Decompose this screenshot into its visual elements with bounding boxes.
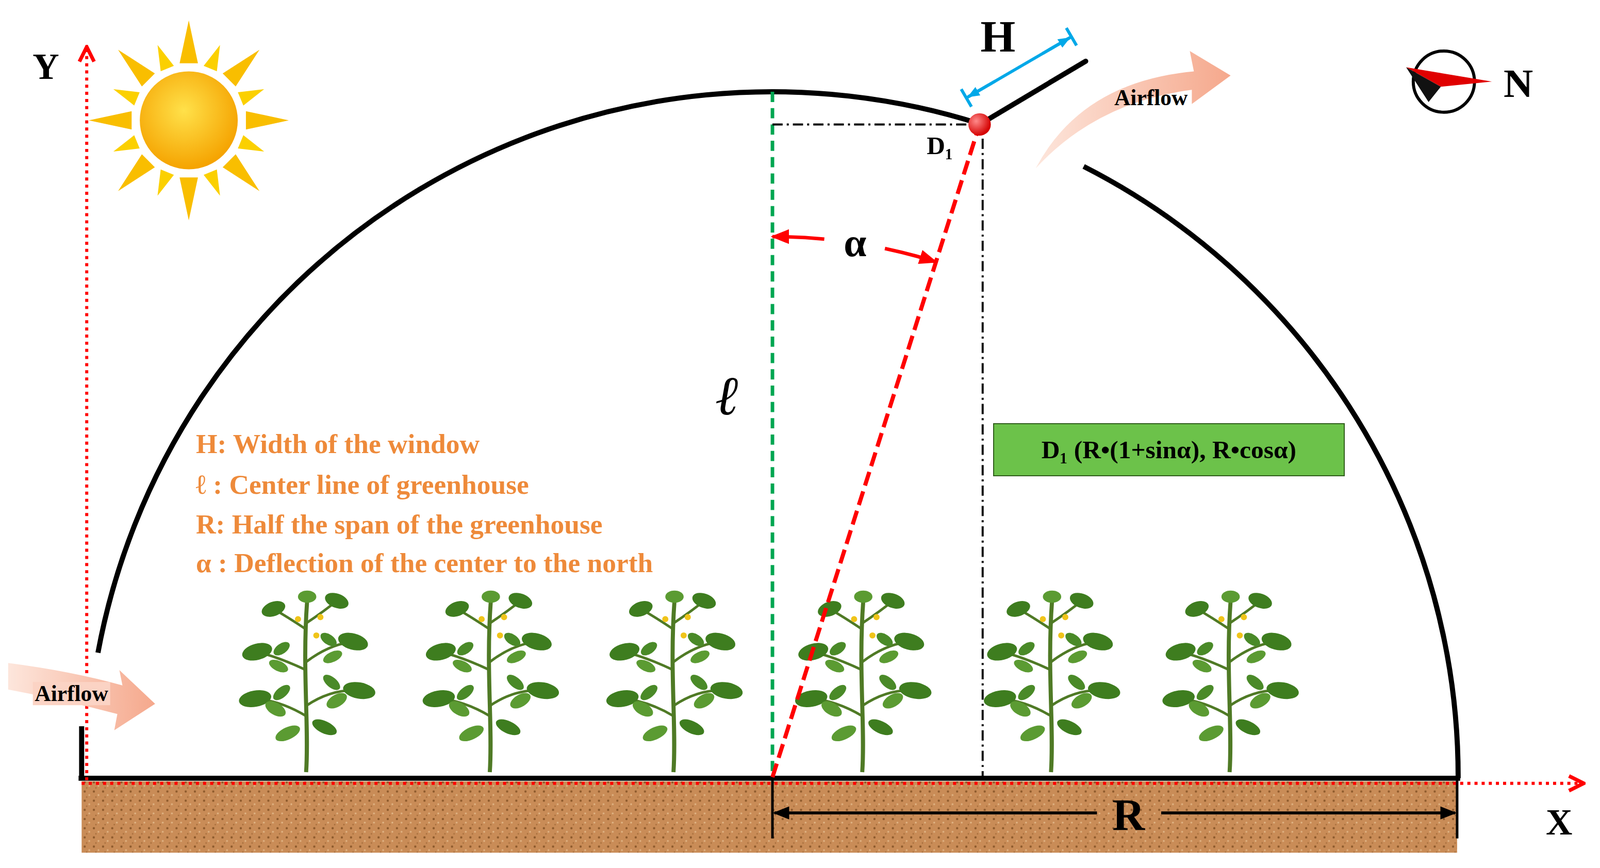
dimension-label: H (980, 13, 1016, 61)
tomato-plant (793, 589, 933, 773)
sun-ray (237, 82, 267, 106)
sun-ray (237, 135, 267, 159)
formula-text: D₁ (R•(1+sinα), R•cosα) (1041, 436, 1297, 465)
tomato-plant (982, 589, 1122, 773)
span-tick (771, 780, 774, 839)
formula-box: D₁ (R•(1+sinα), R•cosα) (993, 423, 1346, 477)
sun-ray (151, 169, 175, 199)
reference-line (981, 138, 984, 778)
sun-ray (222, 154, 267, 198)
tomato-plant (604, 589, 745, 773)
sun-ray (111, 154, 155, 198)
compass-needle (1406, 67, 1441, 103)
center-line (770, 91, 775, 778)
angle-arc (772, 236, 825, 240)
tomato-plant (421, 589, 561, 773)
greenhouse-arch (97, 91, 980, 654)
legend-note: ℓ : Center line of greenhouse (195, 470, 530, 500)
axis-label: Y (32, 46, 59, 86)
side-wall (78, 726, 85, 781)
sun-ray (111, 43, 155, 87)
point-label: D₁ (926, 132, 953, 160)
axis-label: X (1545, 803, 1573, 843)
roof-window-flap (979, 61, 1086, 125)
deflection-line (772, 124, 980, 778)
soil-ground (81, 781, 1458, 854)
span-tick (1455, 780, 1459, 839)
angle-label: α (843, 221, 867, 265)
angle-arc (884, 248, 936, 262)
window-width-arrow (1042, 38, 1069, 54)
y-axis (85, 46, 89, 781)
span-dimension-line (774, 811, 1097, 815)
sun (88, 20, 289, 221)
compass (1406, 51, 1492, 113)
compass-label: N (1503, 62, 1533, 106)
airflow-label: Airflow (32, 682, 111, 706)
hinge-point (968, 113, 992, 137)
x-axis (81, 782, 1584, 786)
span-dimension-line (1161, 811, 1456, 815)
airflow-label: Airflow (1114, 86, 1189, 110)
sun-disc (139, 71, 238, 170)
sun-ray (151, 42, 175, 72)
airflow-arrow (1035, 51, 1231, 169)
sun-ray (245, 111, 289, 130)
window-width-arrow (968, 81, 995, 97)
airflow-arrow (8, 663, 156, 731)
legend-note: R: Half the span of the greenhouse (195, 509, 603, 539)
sun-ray (203, 42, 227, 72)
sun-ray (179, 20, 199, 64)
sun-ray (88, 111, 132, 130)
tomato-plant (1161, 589, 1301, 773)
sun-ray (110, 82, 140, 106)
ground-line (78, 776, 1461, 782)
sun-ray (110, 135, 140, 159)
legend-note: H: Width of the window (195, 429, 480, 459)
centerline-label: ℓ (715, 367, 739, 425)
sun-ray (222, 43, 267, 87)
tomato-plant (237, 589, 377, 773)
window-width-tick (961, 89, 972, 107)
sun-ray (179, 177, 199, 221)
legend-note: α : Deflection of the center to the nort… (195, 548, 653, 578)
sun-ray (203, 169, 227, 199)
reference-line (772, 123, 970, 126)
dimension-label: R (1112, 791, 1145, 839)
window-width-tick (1066, 27, 1077, 46)
